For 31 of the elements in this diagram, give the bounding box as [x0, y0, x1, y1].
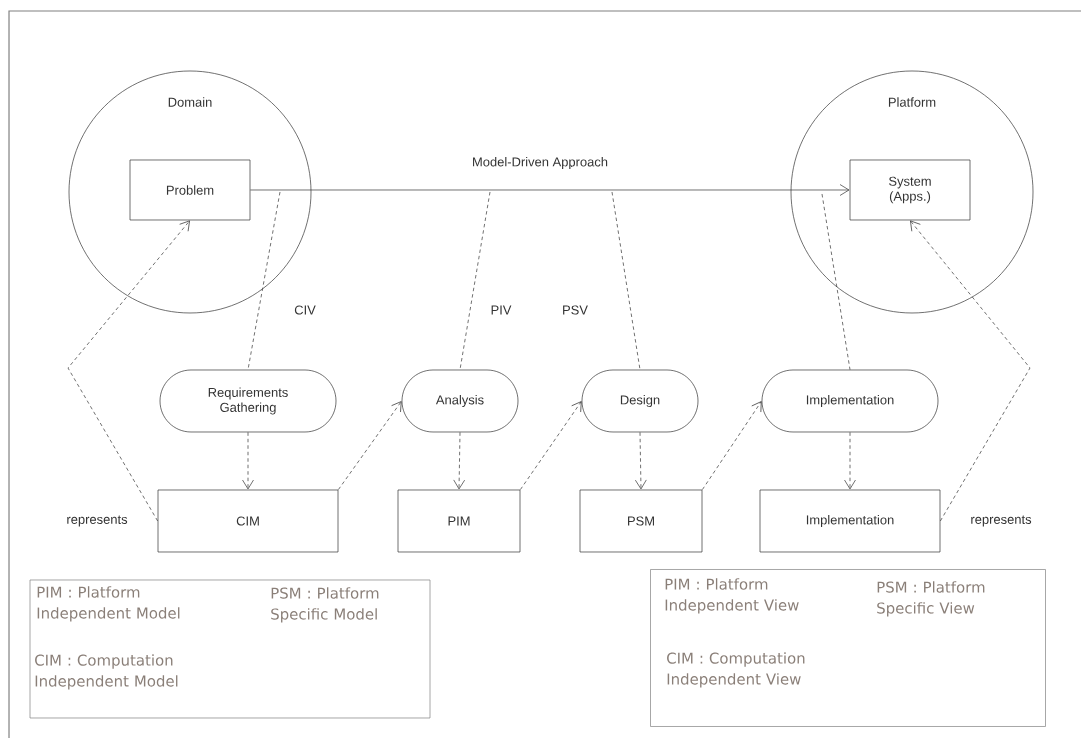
connector-line	[459, 191, 491, 370]
arrow	[520, 401, 582, 490]
model-box: PSM	[579, 489, 703, 553]
model-box: CIM	[157, 489, 339, 553]
abbreviation-box: PIM : Platform Independent Model PSM : Platform Specific Model CIM : Computation Independent Model	[29, 579, 431, 719]
arrow	[67, 220, 190, 522]
edge-label: PSV	[560, 303, 590, 317]
model-box: PIM	[397, 489, 521, 553]
abbreviation-box: PIM : Platform Independent View PSM : Platform Specific View CIM : Computation Independent View	[650, 569, 1046, 727]
arrow	[250, 184, 850, 196]
arrow	[242, 432, 254, 490]
connector-line	[611, 191, 641, 370]
arrow	[338, 401, 402, 490]
model-box: Implementation	[759, 489, 941, 553]
arrow	[844, 432, 856, 490]
edge-label: Model-Driven Approach	[470, 155, 610, 171]
problem-box: Problem	[129, 159, 251, 221]
process-stadium: Design	[581, 369, 699, 433]
edge-label: represents	[968, 513, 1034, 528]
process-stadium: Implementation	[761, 369, 939, 433]
process-stadium: Analysis	[401, 369, 519, 433]
arrow	[635, 432, 647, 490]
edge-label: PIV	[489, 304, 513, 316]
arrow	[453, 432, 465, 490]
edge-label: represents	[64, 513, 130, 528]
system-box: System (Apps.)	[849, 159, 971, 221]
arrow	[910, 220, 1031, 522]
connector-line	[247, 191, 281, 370]
process-stadium: Requirements Gathering	[159, 369, 337, 433]
connector-line	[821, 193, 851, 370]
arrow	[702, 401, 762, 490]
